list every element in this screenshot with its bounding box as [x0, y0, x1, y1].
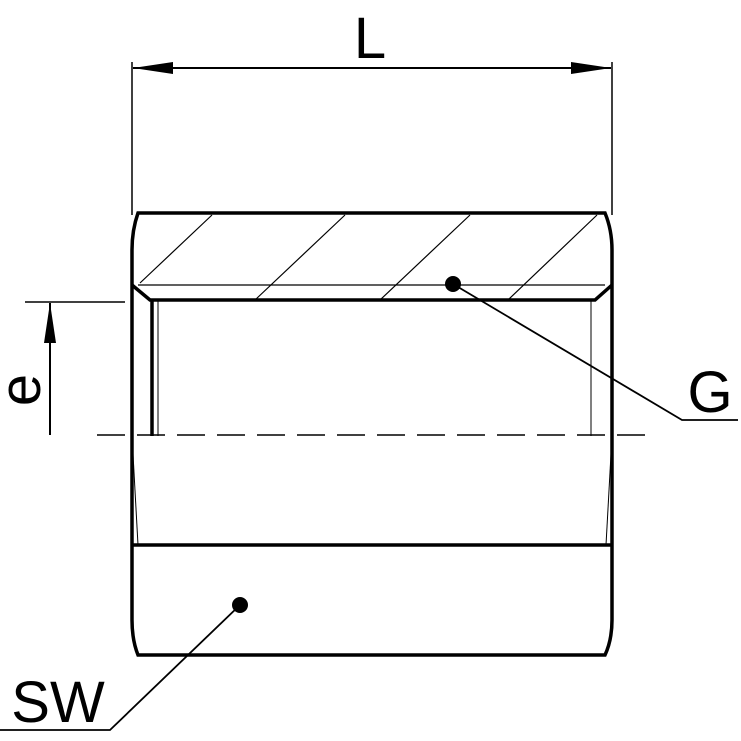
thread-leader: G [445, 276, 738, 425]
hex-edge-right [605, 435, 613, 546]
coupling-body [130, 211, 614, 657]
body-outline [130, 211, 614, 657]
eccentricity-dimension: e [0, 301, 125, 435]
length-label: L [354, 6, 386, 71]
length-dimension: L [131, 6, 613, 215]
wrench-size-label: SW [11, 670, 105, 735]
eccentricity-label: e [0, 374, 53, 406]
thread-label: G [687, 360, 732, 425]
leader-line-thread [452, 283, 738, 421]
bore-top-line [130, 283, 614, 302]
hex-edge-left [131, 435, 139, 546]
thread-hatching [139, 214, 598, 301]
wrench-size-leader: SW [0, 597, 248, 735]
leader-line-wrench [0, 604, 241, 731]
